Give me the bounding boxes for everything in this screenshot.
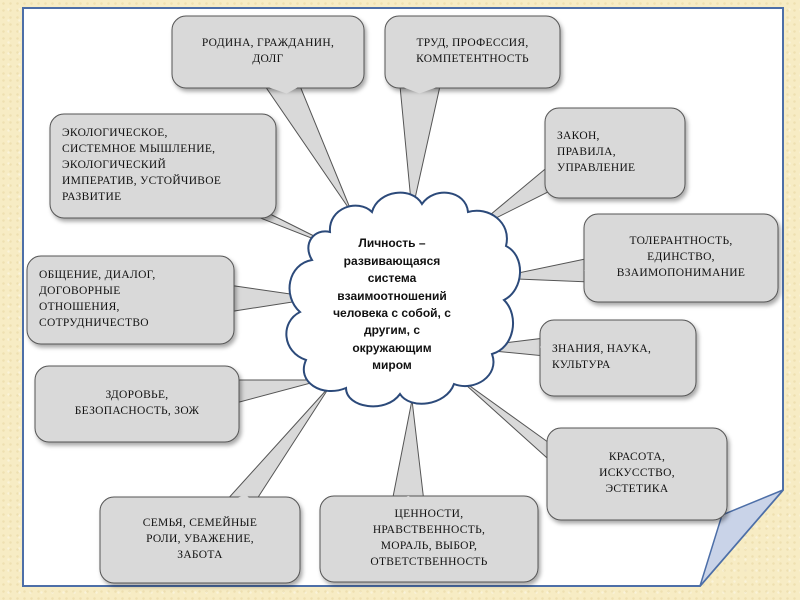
- callout-communication: ОБЩЕНИЕ, ДИАЛОГ, ДОГОВОРНЫЕ ОТНОШЕНИЯ, С…: [27, 256, 234, 344]
- callout-law-text: ЗАКОН, ПРАВИЛА, УПРАВЛЕНИЕ: [557, 130, 636, 174]
- pointer-joint-knowledge: [540, 338, 545, 356]
- pointer-joint-values: [392, 495, 424, 502]
- callout-law: ЗАКОН, ПРАВИЛА, УПРАВЛЕНИЕ: [545, 108, 685, 198]
- bubble-shape-tolerance: [583, 213, 779, 303]
- callout-ecology-text: ЭКОЛОГИЧЕСКОЕ, СИСТЕМНОЕ МЫШЛЕНИЕ, ЭКОЛО…: [62, 127, 222, 203]
- bubble-shape-law: [544, 107, 686, 199]
- callout-health-text: ЗДОРОВЬЕ, БЕЗОПАСНОСТЬ, ЗОЖ: [74, 389, 200, 417]
- callout-tolerance: ТОЛЕРАНТНОСТЬ, ЕДИНСТВО, ВЗАИМОПОНИМАНИЕ: [584, 214, 778, 302]
- callout-homeland-text: РОДИНА, ГРАЖДАНИН, ДОЛГ: [201, 37, 335, 65]
- callout-labor: ТРУД, ПРОФЕССИЯ, КОМПЕТЕНТНОСТЬ: [385, 16, 560, 88]
- central-cloud: [285, 191, 521, 408]
- callout-family-text: СЕМЬЯ, СЕМЕЙНЫЕ РОЛИ, УВАЖЕНИЕ, ЗАБОТА: [142, 517, 258, 561]
- bubble-shape-homeland: [171, 15, 365, 89]
- callout-knowledge: ЗНАНИЯ, НАУКА, КУЛЬТУРА: [540, 320, 696, 396]
- callout-labor-text: ТРУД, ПРОФЕССИЯ, КОМПЕТЕНТНОСТЬ: [416, 37, 529, 65]
- pointer-joint-law: [546, 165, 552, 190]
- central-concept-text: Личность – развивающаяся система взаимоо…: [333, 236, 451, 373]
- central-concept: Личность – развивающаяся система взаимоо…: [312, 225, 472, 385]
- callout-beauty: КРАСОТА, ИСКУССТВО, ЭСТЕТИКА: [547, 428, 727, 520]
- pointer-joint-beauty: [548, 445, 556, 466]
- pointer-joint-homeland: [265, 86, 300, 94]
- pointer-joint-tolerance: [584, 258, 590, 282]
- bubble-shape-family: [99, 496, 301, 584]
- bubble-shape-beauty: [546, 427, 728, 521]
- callout-values-text: ЦЕННОСТИ, НРАВСТВЕННОСТЬ, МОРАЛЬ, ВЫБОР,…: [370, 508, 488, 568]
- pointer-joint-communication: [228, 285, 234, 312]
- pointer-joint-ecology: [240, 210, 270, 215]
- pointer-joint-family: [225, 495, 255, 502]
- pointer-joint-health: [228, 380, 236, 404]
- bubble-shape-values: [319, 495, 539, 583]
- callout-bubbles: [26, 15, 779, 584]
- bubble-shape-knowledge: [539, 319, 697, 397]
- callout-homeland: РОДИНА, ГРАЖДАНИН, ДОЛГ: [172, 16, 364, 88]
- callout-communication-text: ОБЩЕНИЕ, ДИАЛОГ, ДОГОВОРНЫЕ ОТНОШЕНИЯ, С…: [39, 269, 156, 329]
- callout-health: ЗДОРОВЬЕ, БЕЗОПАСНОСТЬ, ЗОЖ: [35, 366, 239, 442]
- bubble-shape-labor: [384, 15, 561, 89]
- page-fold: [699, 489, 784, 587]
- callout-values: ЦЕННОСТИ, НРАВСТВЕННОСТЬ, МОРАЛЬ, ВЫБОР,…: [320, 496, 538, 582]
- callout-family: СЕМЬЯ, СЕМЕЙНЫЕ РОЛИ, УВАЖЕНИЕ, ЗАБОТА: [100, 497, 300, 583]
- bubble-shape-ecology: [49, 113, 277, 219]
- callout-ecology: ЭКОЛОГИЧЕСКОЕ, СИСТЕМНОЕ МЫШЛЕНИЕ, ЭКОЛО…: [50, 114, 276, 218]
- callout-tolerance-text: ТОЛЕРАНТНОСТЬ, ЕДИНСТВО, ВЗАИМОПОНИМАНИЕ: [616, 235, 746, 279]
- bubble-shape-communication: [26, 255, 235, 345]
- bubble-shape-health: [34, 365, 240, 443]
- pointer-joint-labor: [400, 86, 440, 94]
- callout-knowledge-text: ЗНАНИЯ, НАУКА, КУЛЬТУРА: [552, 343, 652, 371]
- callout-beauty-text: КРАСОТА, ИСКУССТВО, ЭСТЕТИКА: [599, 451, 675, 495]
